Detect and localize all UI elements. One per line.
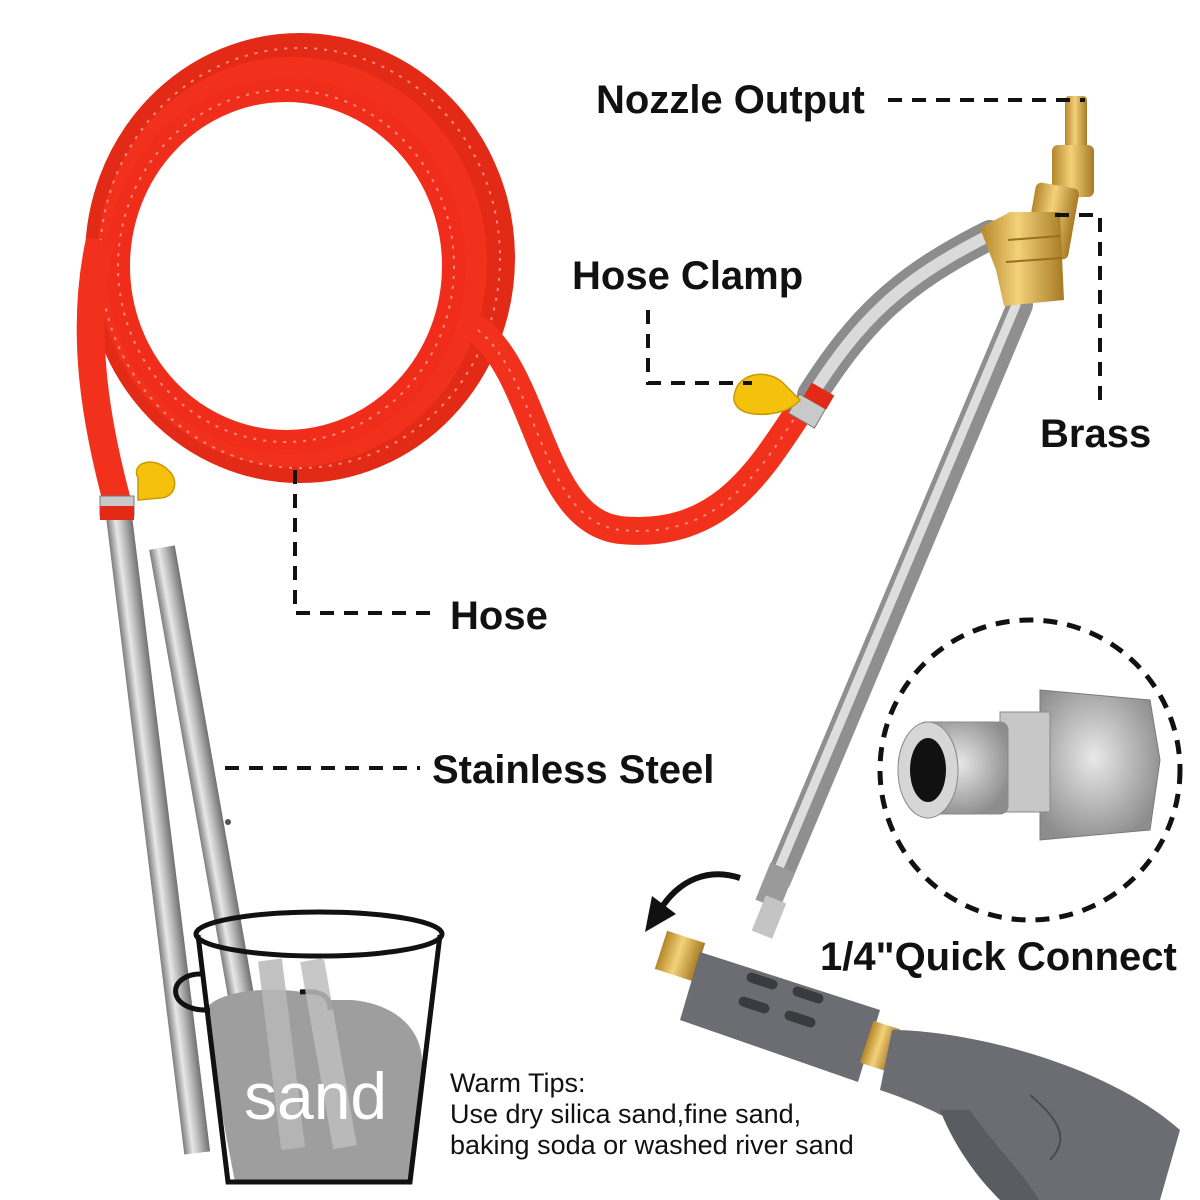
hose-coil [76,33,814,545]
connect-arrow [645,871,741,932]
label-quick-connect: 1/4"Quick Connect [820,935,1177,979]
sand-bucket [173,909,445,1185]
warm-tips-line-2: baking soda or washed river sand [450,1130,854,1160]
brass-nozzle [980,96,1094,306]
label-hose: Hose [450,594,548,638]
label-hose-clamp: Hose Clamp [572,254,804,298]
warm-tips-title: Warm Tips: [450,1068,586,1098]
spray-gun [654,930,1180,1200]
label-nozzle-output: Nozzle Output [596,78,865,122]
bent-wand [751,220,1033,939]
warm-tips-line-1: Use dry silica sand,fine sand, [450,1099,802,1129]
warm-tips: Warm Tips: Use dry silica sand,fine sand… [450,1068,854,1161]
hose-clamp-left [99,461,176,520]
bucket-sand-label: sand [244,1059,388,1133]
quick-connect-zoom [877,617,1183,923]
label-brass: Brass [1040,412,1152,456]
leader-lines [225,98,1102,770]
label-stainless-steel: Stainless Steel [432,748,715,792]
